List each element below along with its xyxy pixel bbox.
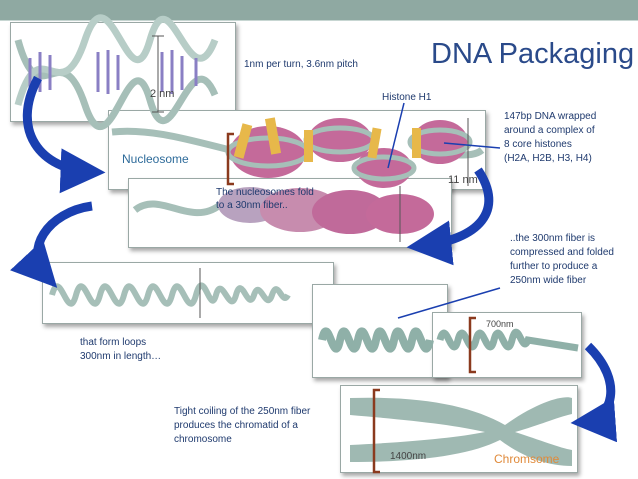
fiber-700nm — [436, 328, 579, 352]
pitch-label: 1nm per turn, 3.6nm pitch — [244, 59, 358, 70]
core-histones-line: 147bp DNA wrapped — [504, 111, 597, 122]
histone-h1-label: Histone H1 — [382, 92, 432, 103]
nm700-label: 700nm — [486, 319, 514, 329]
nm1400-label: 1400nm — [390, 451, 427, 462]
fold-30nm-line: The nucleosomes fold — [216, 187, 314, 198]
tight-coiling-line: Tight coiling of the 250nm fiber — [174, 406, 311, 417]
core-histones-line: around a complex of — [504, 125, 595, 136]
nucleosome-label: Nucleosome — [122, 152, 189, 166]
fold-30nm-line: to a 30nm fiber.. — [216, 200, 288, 211]
tight-coiling-line: chromosome — [174, 434, 232, 445]
compress-300nm-line: ..the 300nm fiber is — [510, 233, 596, 244]
compress-300nm-line: 250nm wide fiber — [510, 275, 587, 286]
compress-300nm-line: further to produce a — [510, 261, 598, 272]
nucleosome-bracket — [226, 132, 234, 186]
core-histones-line: 8 core histones — [504, 139, 572, 150]
header-bar — [0, 0, 638, 21]
arrow-700nm-to-chromosome — [570, 342, 618, 443]
chromosome-shape — [350, 397, 572, 466]
arrow-helix-to-nucleosome — [22, 75, 106, 194]
arrow-fiber-to-loops — [10, 201, 93, 288]
loops-300nm-label: that form loops 300nm in length… — [80, 336, 161, 364]
helix-width-label: 2 nm — [150, 88, 175, 100]
bracket-1400nm — [372, 388, 380, 474]
fiber-11nm-label: 11 nm — [448, 174, 478, 186]
loops-panel — [42, 262, 334, 324]
fiber-250nm — [318, 327, 434, 353]
page-title: DNA Packaging — [431, 38, 635, 70]
nucleosome-array — [111, 117, 485, 188]
loop-fiber — [49, 268, 291, 318]
pointer-lines — [387, 102, 501, 319]
tight-coiling-label: Tight coiling of the 250nm fiber produce… — [174, 405, 310, 447]
brackets — [226, 132, 476, 474]
compress-300nm-label: ..the 300nm fiber is compressed and fold… — [510, 232, 614, 288]
fiber-30nm — [132, 186, 434, 242]
fold-30nm-label: The nucleosomes fold to a 30nm fiber.. — [216, 186, 314, 212]
core-histones-line: (H2A, H2B, H3, H4) — [504, 153, 592, 164]
tight-coiling-line: produces the chromatid of a — [174, 420, 298, 431]
chromosome-label: Chromsome — [494, 452, 560, 466]
bracket-700nm — [468, 316, 476, 374]
compress-300nm-line: compressed and folded — [510, 247, 614, 258]
flow-arrows — [10, 75, 618, 443]
arrow-nucleosome-to-fiber — [406, 167, 494, 266]
core-histones-label: 147bp DNA wrapped around a complex of 8 … — [504, 110, 596, 166]
loops-300nm-line: that form loops — [80, 337, 147, 348]
double-helix — [14, 14, 219, 130]
loops-300nm-line: 300nm in length… — [80, 351, 162, 362]
